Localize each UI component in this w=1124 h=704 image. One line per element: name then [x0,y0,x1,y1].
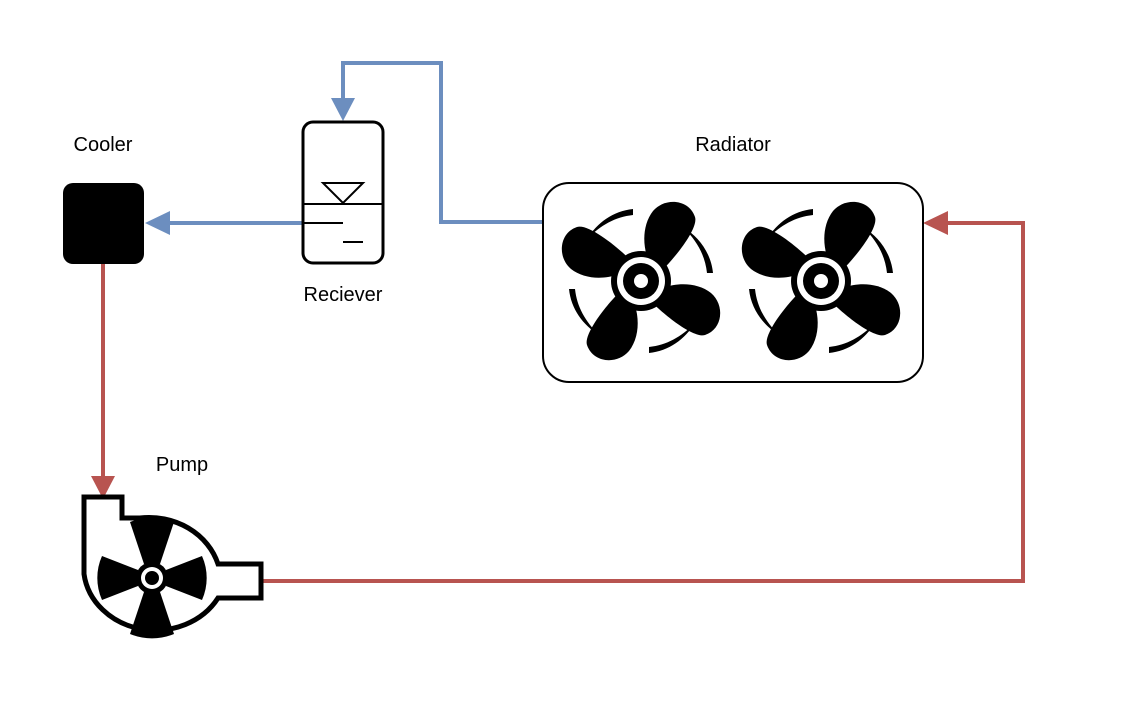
pump-label: Pump [156,454,208,476]
pipe-pump-to-radiator [262,221,1025,583]
cooler-label: Cooler [74,134,133,156]
arrowhead-pump-inlet [91,476,115,499]
pipe-radiator-to-receiver [341,61,543,224]
pump-impeller-icon [97,517,207,639]
arrowhead-receiver-inlet [331,98,355,121]
cooler: Cooler [63,134,144,264]
arrowhead-radiator-inlet [923,211,948,235]
receiver-level-indicator-icon [320,182,366,205]
receiver: Reciever [301,120,385,306]
radiator-label: Radiator [695,134,771,156]
pump-casing [81,494,264,633]
pump: Pump [81,454,264,639]
receiver-label: Reciever [304,284,383,306]
arrowhead-cooler-inlet [145,211,170,235]
radiator-fan-1-icon [561,202,721,360]
cooler-body [63,183,144,264]
radiator: Radiator [542,134,924,383]
radiator-fan-2-icon [741,202,901,360]
